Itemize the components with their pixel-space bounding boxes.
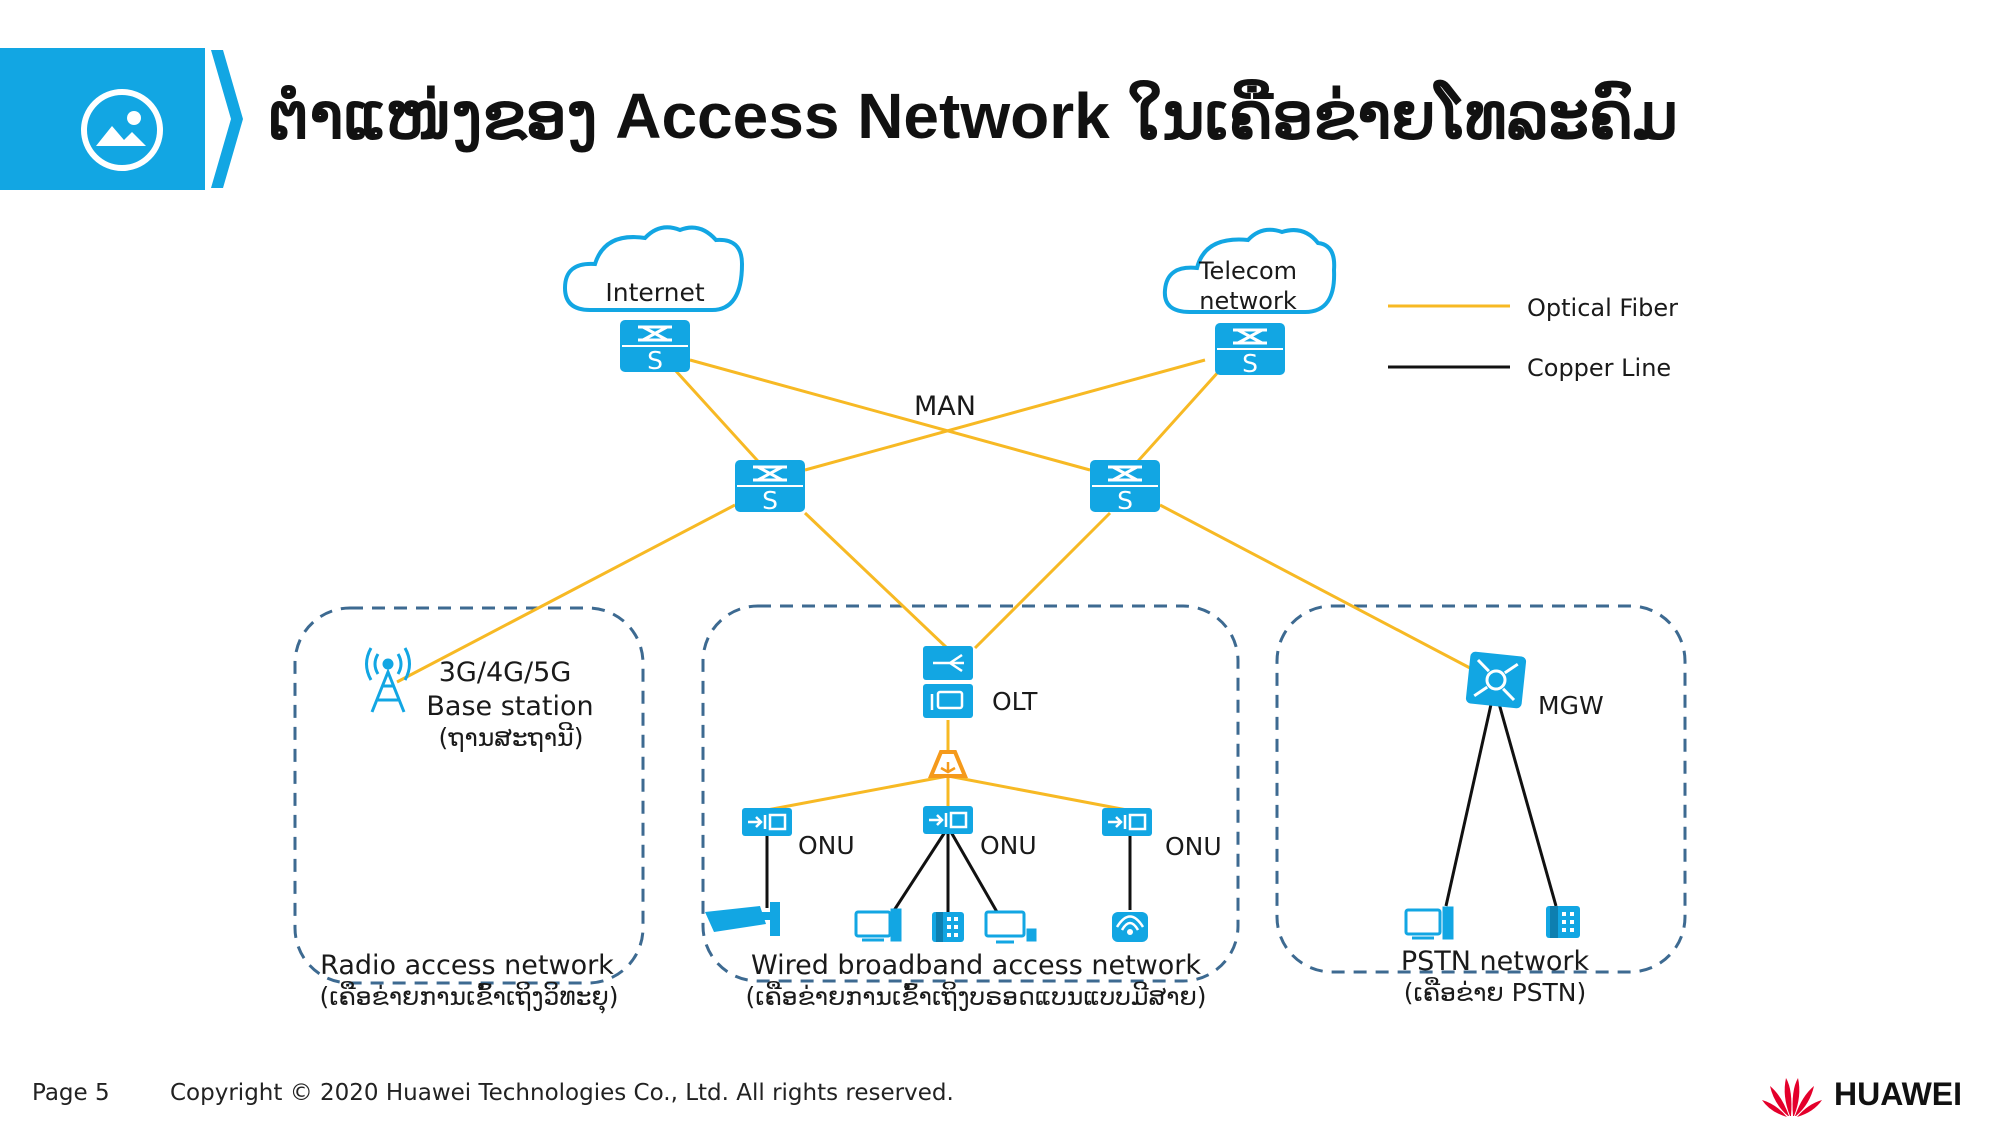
copper-link: [949, 831, 999, 913]
optical-splitter-icon: [928, 750, 968, 778]
olt-device-icon: [923, 646, 973, 718]
telecom-label-line1: Telecom: [1198, 257, 1297, 285]
pstn-region: [1275, 604, 1687, 974]
page-title: ຕຳແໜ່ງຂອງ Access Network ໃນເຄືອຂ່າຍໂທລະຄ…: [268, 80, 1678, 152]
ip-phone-icon: [932, 912, 964, 942]
switch-letter: S: [1242, 349, 1258, 378]
man-switch-left: S: [735, 460, 805, 515]
desktop-computer-icon: [854, 908, 902, 942]
fiber-link: [947, 774, 1128, 812]
radio-access-network-lao-label: (ເຄືອຂ່າຍການເຂົ້າເຖິງວິທະຍຸ): [319, 982, 618, 1014]
switch-letter: S: [647, 346, 663, 375]
legend-fiber-label: Optical Fiber: [1527, 294, 1678, 322]
copyright-text: Copyright © 2020 Huawei Technologies Co.…: [170, 1080, 954, 1106]
switch-arrows-icon: [753, 465, 787, 482]
radio-access-network-label: Radio access network: [320, 950, 614, 981]
fiber-link: [1159, 503, 1471, 670]
wireless-router-icon: [1112, 912, 1148, 942]
pstn-network-label: PSTN network: [1401, 946, 1590, 977]
fiber-link: [673, 368, 768, 472]
onu-label: ONU: [980, 831, 1037, 860]
brand-name: HUAWEI: [1834, 1075, 1962, 1112]
fiber-link: [689, 358, 1091, 472]
huawei-petals-icon: [1762, 1078, 1822, 1117]
fiber-link: [1128, 368, 1222, 472]
computer-monitor-icon: [984, 910, 1037, 944]
copper-link: [1496, 699, 1558, 907]
base-station-label-line3: (ຖານສະຖານີ): [438, 723, 583, 752]
man-switch-right: S: [1090, 460, 1160, 515]
desktop-computer-icon: [1404, 906, 1454, 940]
pstn-network-lao-label: (ເຄືອຂ່າຍ PSTN): [1404, 978, 1587, 1007]
internet-switch: S: [620, 320, 690, 375]
telephone-icon: [1546, 906, 1580, 938]
telecom-switch: S: [1215, 323, 1285, 378]
surveillance-camera-icon: [705, 902, 780, 936]
fiber-link: [973, 511, 1112, 650]
internet-label: Internet: [605, 278, 704, 307]
fiber-link: [766, 774, 949, 812]
wired-access-region: [701, 604, 1240, 983]
page-number: Page 5: [32, 1080, 110, 1106]
fiber-link: [396, 503, 736, 684]
mgw-label: MGW: [1538, 691, 1604, 720]
fiber-link: [803, 511, 949, 650]
chevron-right-icon: [211, 50, 243, 188]
cloud-icon: [562, 225, 745, 312]
wired-access-network-lao-label: (ເຄືອຂ່າຍການເຂົ້າເຖິງບຣອດແບນແບບມີສາຍ): [745, 982, 1206, 1011]
switch-arrows-icon: [1108, 465, 1142, 482]
onu-label: ONU: [1165, 832, 1222, 861]
image-icon: [81, 89, 163, 171]
brand-logo: HUAWEI: [1760, 1070, 1962, 1118]
man-label: MAN: [914, 391, 976, 422]
onu-device-icon: [923, 806, 973, 834]
network-diagram: Optical Fiber Copper Line Internet Telec…: [293, 225, 1687, 1014]
copper-link: [1444, 699, 1494, 907]
switch-letter: S: [1117, 486, 1133, 515]
legend-copper-label: Copper Line: [1527, 354, 1671, 382]
fiber-link: [804, 358, 1206, 472]
switch-arrows-icon: [638, 325, 672, 342]
radio-access-region: [293, 606, 645, 985]
title-banner: [0, 48, 205, 190]
onu-label: ONU: [798, 831, 855, 860]
olt-label: OLT: [992, 687, 1038, 716]
base-station-label-line2: Base station: [426, 691, 593, 722]
telecom-label-line2: network: [1199, 287, 1297, 315]
cloud-icon: [1162, 227, 1337, 314]
onu-device-icon: [1102, 808, 1152, 836]
media-gateway-icon: [1465, 651, 1527, 709]
switch-arrows-icon: [1233, 328, 1267, 345]
onu-device-icon: [742, 808, 792, 836]
base-station-label-line1: 3G/4G/5G: [439, 657, 572, 688]
wired-access-network-label: Wired broadband access network: [751, 950, 1201, 981]
base-station-tower-icon: [365, 647, 411, 713]
copper-link: [891, 831, 947, 913]
switch-letter: S: [762, 486, 778, 515]
